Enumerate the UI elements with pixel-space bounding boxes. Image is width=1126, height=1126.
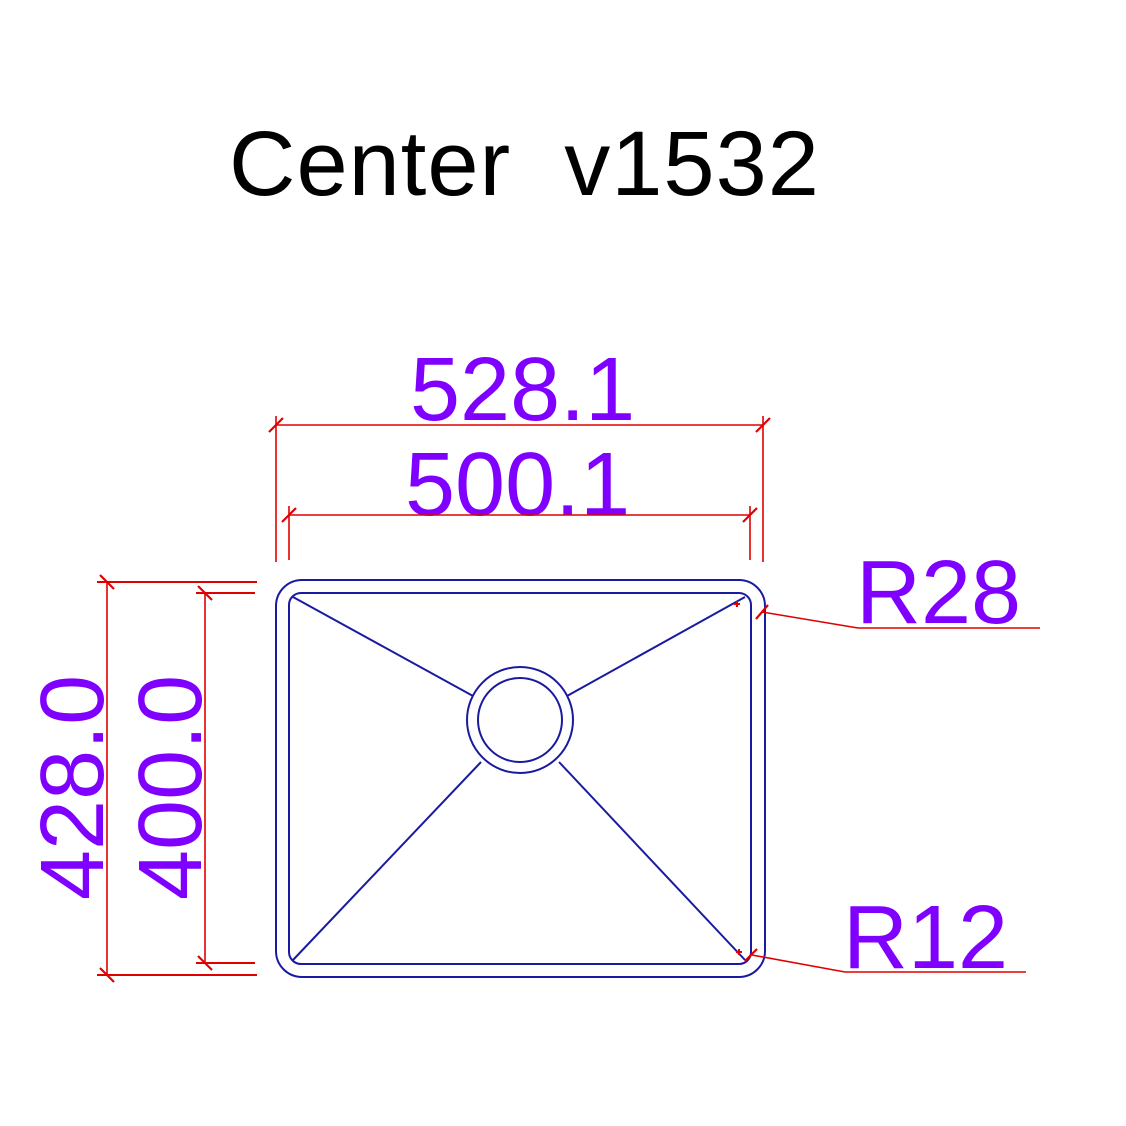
slope-line-top-right [566, 596, 746, 697]
sink-inner-outline [288, 592, 752, 965]
slope-line-bottom-left [292, 761, 482, 961]
outer-width-label: 528.1 [410, 340, 636, 440]
slope-line-top-left [292, 596, 474, 697]
inner-radius-label: R12 [843, 888, 1009, 988]
sink-geometry [275, 579, 766, 978]
outer-radius-label: R28 [856, 543, 1022, 643]
slope-line-bottom-right [558, 761, 746, 961]
drawing-title: Center v1532 [229, 113, 820, 215]
drain-inner-ring [477, 677, 563, 763]
drain-outer-ring [466, 666, 574, 774]
dimension-lines [97, 416, 1040, 983]
sink-outer-outline [275, 579, 766, 978]
